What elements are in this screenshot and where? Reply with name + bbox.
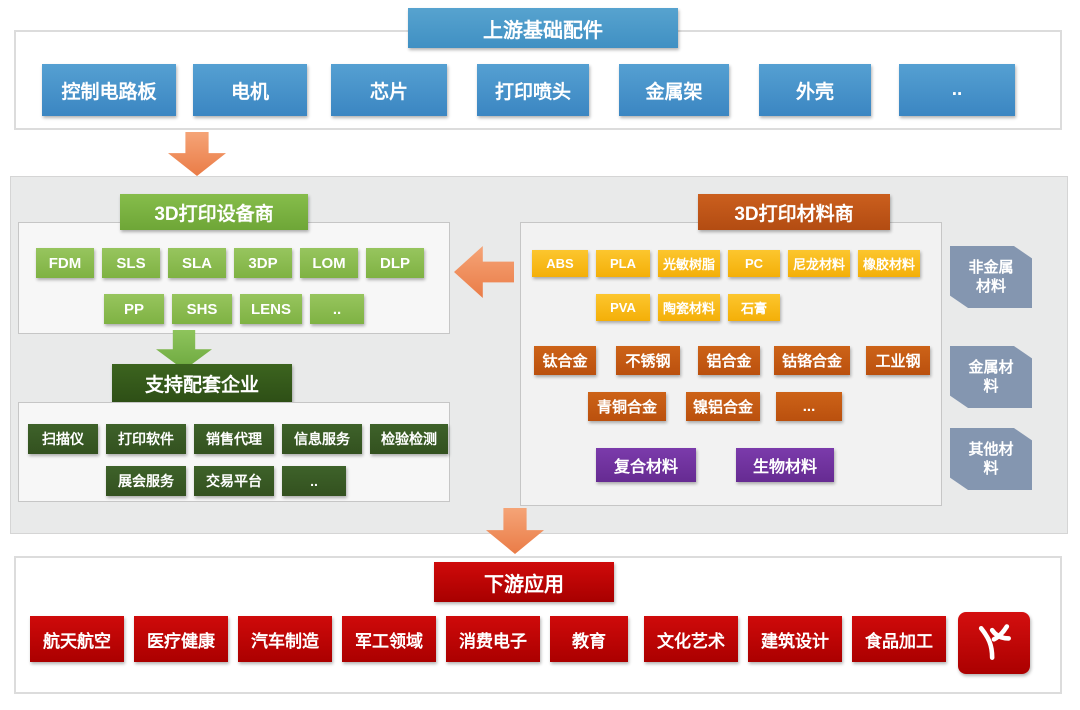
material-box: 尼龙材料 bbox=[788, 250, 850, 277]
support-box: 交易平台 bbox=[194, 466, 274, 496]
material-box: 钛合金 bbox=[534, 346, 596, 375]
material-box: 石膏 bbox=[728, 294, 780, 321]
downstream-box: 文化艺术 bbox=[644, 616, 738, 662]
equipment-box: LOM bbox=[300, 248, 358, 278]
material-box: PLA bbox=[596, 250, 650, 277]
upstream-box: 控制电路板 bbox=[42, 64, 176, 116]
upstream-box: 电机 bbox=[193, 64, 307, 116]
material-box: 橡胶材料 bbox=[858, 250, 920, 277]
downstream-box: 食品加工 bbox=[852, 616, 946, 662]
downstream-title: 下游应用 bbox=[434, 562, 614, 602]
upstream-box: 芯片 bbox=[331, 64, 447, 116]
material-box: 生物材料 bbox=[736, 448, 834, 482]
downstream-box: 建筑设计 bbox=[748, 616, 842, 662]
equipment-box: 3DP bbox=[234, 248, 292, 278]
material-box: 镍铝合金 bbox=[686, 392, 760, 421]
equipment-box: SLS bbox=[102, 248, 160, 278]
material-box: PC bbox=[728, 250, 780, 277]
upstream-box: 打印喷头 bbox=[477, 64, 589, 116]
down-arrow-icon bbox=[168, 132, 226, 176]
material-box: 光敏树脂 bbox=[658, 250, 720, 277]
eo-logo-icon bbox=[958, 612, 1030, 674]
materials-title: 3D打印材料商 bbox=[698, 194, 890, 230]
material-box: PVA bbox=[596, 294, 650, 321]
upstream-box: .. bbox=[899, 64, 1015, 116]
equipment-container bbox=[18, 222, 450, 334]
equipment-box: .. bbox=[310, 294, 364, 324]
material-box: ABS bbox=[532, 250, 588, 277]
downstream-box: 医疗健康 bbox=[134, 616, 228, 662]
material-box: 青铜合金 bbox=[588, 392, 666, 421]
downstream-box: 航天航空 bbox=[30, 616, 124, 662]
material-category-tag: 其他材料 bbox=[950, 428, 1032, 490]
material-category-tag: 非金属材料 bbox=[950, 246, 1032, 308]
material-box: ... bbox=[776, 392, 842, 421]
support-box: 信息服务 bbox=[282, 424, 362, 454]
support-box: .. bbox=[282, 466, 346, 496]
support-box: 销售代理 bbox=[194, 424, 274, 454]
support-box: 展会服务 bbox=[106, 466, 186, 496]
downstream-box: 教育 bbox=[550, 616, 628, 662]
material-category-tag: 金属材料 bbox=[950, 346, 1032, 408]
material-box: 不锈钢 bbox=[616, 346, 680, 375]
downstream-box: 汽车制造 bbox=[238, 616, 332, 662]
equipment-box: PP bbox=[104, 294, 164, 324]
material-box: 钴铬合金 bbox=[774, 346, 850, 375]
support-title: 支持配套企业 bbox=[112, 364, 292, 402]
support-box: 检验检测 bbox=[370, 424, 448, 454]
equipment-box: DLP bbox=[366, 248, 424, 278]
equipment-box: SHS bbox=[172, 294, 232, 324]
equipment-box: LENS bbox=[240, 294, 302, 324]
support-box: 扫描仪 bbox=[28, 424, 98, 454]
upstream-box: 外壳 bbox=[759, 64, 871, 116]
support-box: 打印软件 bbox=[106, 424, 186, 454]
material-box: 复合材料 bbox=[596, 448, 696, 482]
equipment-box: SLA bbox=[168, 248, 226, 278]
upstream-title: 上游基础配件 bbox=[408, 8, 678, 48]
downstream-box: 消费电子 bbox=[446, 616, 540, 662]
upstream-box: 金属架 bbox=[619, 64, 729, 116]
equipment-box: FDM bbox=[36, 248, 94, 278]
material-box: 工业钢 bbox=[866, 346, 930, 375]
material-box: 铝合金 bbox=[698, 346, 760, 375]
equipment-title: 3D打印设备商 bbox=[120, 194, 308, 230]
material-box: 陶瓷材料 bbox=[658, 294, 720, 321]
downstream-box: 军工领域 bbox=[342, 616, 436, 662]
